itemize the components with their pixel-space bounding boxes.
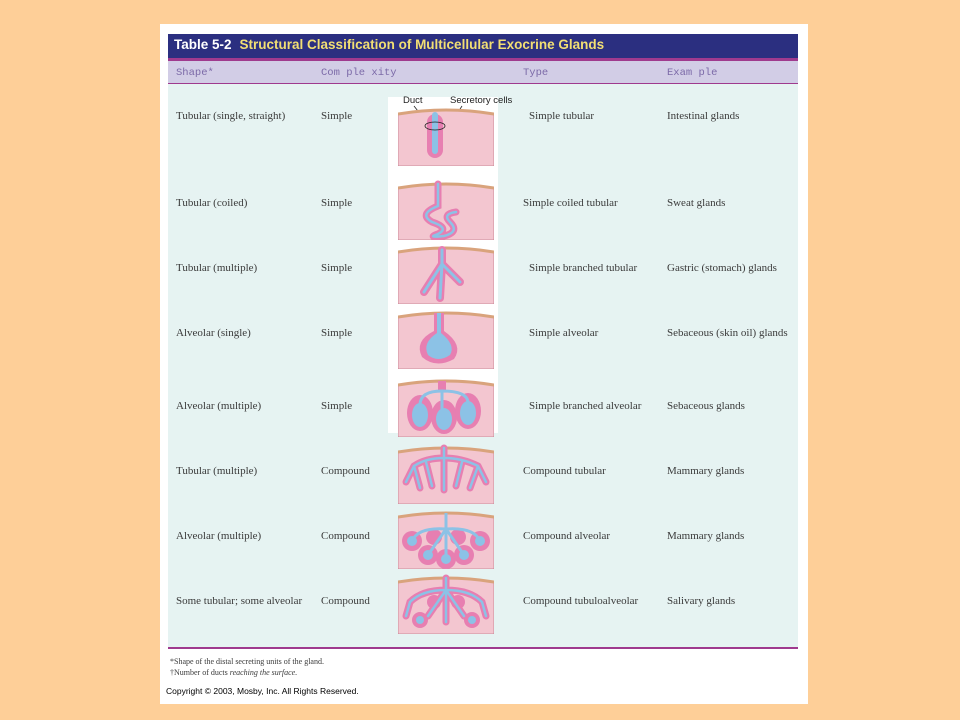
title-rule	[168, 58, 798, 61]
row-7-type: Compound alveolar	[523, 530, 611, 542]
simple-branched-alveolar-icon	[398, 379, 494, 437]
row-6-complexity: Compound	[321, 465, 370, 477]
row-1-complexity: Simple	[321, 110, 353, 122]
table-number: Table 5-2	[174, 37, 232, 52]
row-8-complexity: Compound	[321, 595, 370, 607]
compound-alveolar-icon	[398, 511, 494, 569]
header-example: Exam ple	[667, 67, 718, 79]
row-6-shape: Tubular (multiple)	[176, 465, 258, 477]
table-title: Table 5-2 Structural Classification of Mu…	[174, 37, 604, 52]
row-2-complexity: Simple	[321, 197, 353, 209]
row-7-complexity: Compound	[321, 530, 370, 542]
row-8-shape: Some tubular; some alveolar	[176, 595, 303, 607]
row-3-shape: Tubular (multiple)	[176, 262, 258, 274]
copyright-notice: Copyright © 2003, Mosby, Inc. All Rights…	[166, 686, 359, 696]
row-7-example: Mammary glands	[667, 530, 745, 542]
row-2-shape: Tubular (coiled)	[176, 197, 248, 209]
footnote-ducts: †Number of ducts reaching the surface.	[170, 668, 297, 677]
compound-tubuloalveolar-icon	[398, 574, 494, 634]
row-1-example: Intestinal glands	[667, 110, 740, 122]
header-rule	[168, 83, 798, 85]
duct-label: Duct	[403, 95, 423, 106]
compound-tubular-icon	[398, 444, 494, 504]
row-7-shape: Alveolar (multiple)	[176, 530, 262, 542]
row-8-type: Compound tubuloalveolar	[523, 595, 639, 607]
simple-alveolar-icon	[398, 311, 494, 369]
row-6-example: Mammary glands	[667, 465, 745, 477]
row-5-type: Simple branched alveolar	[529, 400, 642, 412]
footnote-shape: *Shape of the distal secreting units of …	[170, 657, 324, 666]
header-row	[168, 61, 798, 83]
row-2-type: Simple coiled tubular	[523, 197, 618, 209]
row-5-complexity: Simple	[321, 400, 353, 412]
table-title-text: Structural Classification of Multicellul…	[239, 37, 605, 52]
row-8-example: Salivary glands	[667, 595, 736, 607]
row-1-type: Simple tubular	[529, 110, 595, 122]
simple-branched-tubular-icon	[398, 246, 494, 304]
row-1-shape: Tubular (single, straight)	[176, 110, 286, 122]
row-6-type: Compound tubular	[523, 465, 606, 477]
row-4-example: Sebaceous (skin oil) glands	[667, 327, 788, 339]
slide: Table 5-2 Structural Classification of Mu…	[160, 24, 808, 704]
row-3-example: Gastric (stomach) glands	[667, 262, 777, 274]
row-4-type: Simple alveolar	[529, 327, 599, 339]
table-title-bar: Table 5-2 Structural Classification of Mu…	[168, 34, 798, 58]
header-type: Type	[523, 67, 549, 79]
row-5-shape: Alveolar (multiple)	[176, 400, 262, 412]
row-3-complexity: Simple	[321, 262, 353, 274]
row-3-type: Simple branched tubular	[529, 262, 638, 274]
simple-coiled-tubular-icon	[398, 180, 494, 240]
header-shape: Shape*	[176, 67, 214, 79]
header-complexity: Com ple xity	[321, 67, 397, 79]
row-4-complexity: Simple	[321, 327, 353, 339]
footnote-ducts-emphasis: reaching the surface.	[229, 668, 298, 677]
bottom-rule	[168, 647, 798, 649]
row-5-example: Sebaceous glands	[667, 400, 745, 412]
secretory-cells-label: Secretory cells	[450, 95, 513, 106]
simple-tubular-icon	[398, 108, 494, 166]
row-4-shape: Alveolar (single)	[176, 327, 251, 339]
footnote-ducts-text: †Number of ducts	[170, 668, 230, 677]
row-2-example: Sweat glands	[667, 197, 726, 209]
